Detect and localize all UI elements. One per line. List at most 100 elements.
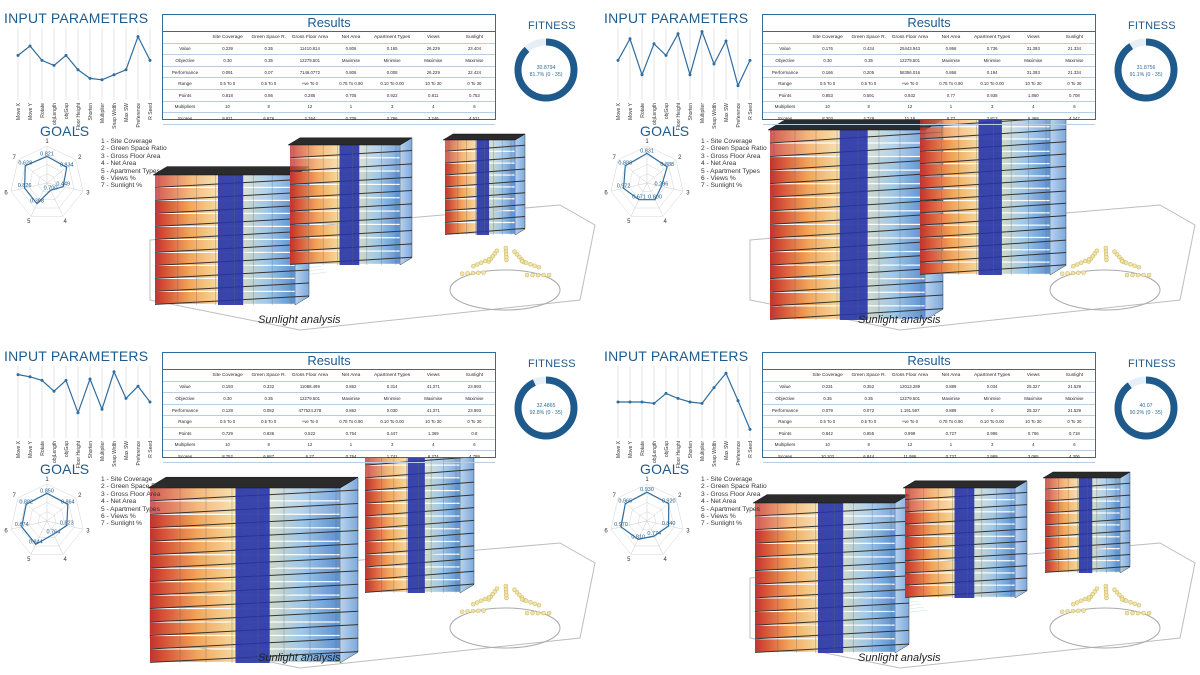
tower-building xyxy=(152,166,310,306)
results-title: Results xyxy=(763,15,1095,32)
radar-axis-number: 5 xyxy=(627,557,631,563)
results-cell: Maximise xyxy=(412,392,454,405)
parameter-point xyxy=(700,30,704,34)
radar-axis-number: 7 xyxy=(613,155,617,161)
results-cell: 0.35 xyxy=(807,392,849,405)
results-cell: 0.166 xyxy=(807,66,849,79)
building-core xyxy=(978,115,1002,275)
parameter-axis-label: objGap xyxy=(664,441,670,457)
results-cell: 0.231 xyxy=(807,381,849,394)
results-cell: 3.065 xyxy=(1012,450,1054,463)
radar-axis-number: 6 xyxy=(4,190,8,196)
results-row-label: Value xyxy=(163,381,207,394)
results-cell: 6.27 xyxy=(289,450,331,463)
sunlight-caption: Sunlight analysis xyxy=(258,314,341,326)
results-cell: 1 xyxy=(330,101,372,114)
results-cell: 4.799 xyxy=(453,450,495,463)
goal-legend-item: 5 - Apartment Types xyxy=(101,167,160,175)
building-core xyxy=(218,175,244,305)
parameter-point xyxy=(676,32,680,36)
results-cell: 10 xyxy=(207,439,249,452)
results-cell: 10 To 30 xyxy=(412,77,454,90)
results-cell: 0.922 xyxy=(371,89,413,102)
results-cell: 0.30 xyxy=(207,392,249,405)
results-cell: 1.369 xyxy=(412,427,454,440)
parameter-axis-label: Move X xyxy=(16,440,22,458)
results-cell: 0.5 To 0 xyxy=(207,77,249,90)
results-row-label: Objective xyxy=(163,54,207,67)
parameter-point xyxy=(52,63,56,67)
parameter-point xyxy=(628,400,632,404)
goals-radar-chart: 10.82120.83430.44940.70050.39860.82670.6… xyxy=(4,139,90,225)
goal-legend-item: 2 - Green Space Ratio xyxy=(101,145,167,153)
results-cell: 0.866 xyxy=(930,66,972,79)
results-cell: 0.128 xyxy=(207,404,249,417)
results-cell: 12 xyxy=(289,101,331,114)
input-parameters-title: INPUT PARAMETERS xyxy=(4,10,149,26)
building-roof xyxy=(287,137,413,146)
results-column-header: Site Coverage xyxy=(207,32,249,44)
radar-axis-number: 7 xyxy=(13,155,17,161)
results-cell: 0.996 xyxy=(971,427,1013,440)
results-column-header: Green Space R. xyxy=(848,370,890,382)
radar-axis-number: 6 xyxy=(604,528,608,534)
goals-title: GOALS xyxy=(640,461,690,477)
results-cell: 12279.501 xyxy=(289,392,331,405)
radar-value-label: 0.834 xyxy=(60,162,74,168)
parameter-point xyxy=(640,73,644,77)
results-cell: 0.35 xyxy=(248,43,290,56)
results-row-label: Scores xyxy=(763,450,807,463)
parameter-axis-label: Floor Height xyxy=(76,440,82,468)
results-column-header: Views xyxy=(1012,32,1054,44)
results-cell: 2.766 xyxy=(371,112,413,125)
parameter-point xyxy=(748,427,752,431)
results-row-label: Objective xyxy=(163,392,207,405)
results-cell: 3 xyxy=(371,101,413,114)
results-cell: 10 To 30 xyxy=(412,415,454,428)
parameter-point xyxy=(712,62,716,66)
goal-legend-item: 1 - Site Coverage xyxy=(101,138,153,145)
parameter-point xyxy=(148,58,152,62)
parameter-point xyxy=(100,78,104,82)
results-cell: 12013.289 xyxy=(889,381,931,394)
parameter-axis-label: Shorten xyxy=(88,441,94,459)
sunlight-caption: Sunlight analysis xyxy=(258,652,341,664)
radar-axis-number: 3 xyxy=(686,190,690,196)
results-cell: 0.75 To 0.90 xyxy=(330,77,372,90)
results-cell: 41.371 xyxy=(412,381,454,394)
results-column-header: Green Space R. xyxy=(848,32,890,44)
tower-building xyxy=(752,494,910,654)
sunlight-caption: Sunlight analysis xyxy=(858,314,941,326)
results-row-label: Points xyxy=(163,89,207,102)
results-cell: 31.393 xyxy=(1012,43,1054,56)
results-cell: 0 To 30 xyxy=(453,415,495,428)
radar-axis-number: 2 xyxy=(678,155,682,161)
results-row-label: Performance xyxy=(163,404,207,417)
goal-legend-item: 6 - Views % xyxy=(101,175,136,183)
results-cell: 4 xyxy=(412,439,454,452)
goal-legend-item: 4 - Net Area xyxy=(101,160,137,168)
radar-value-label: 0.831 xyxy=(640,148,654,154)
fitness-value: 31.8756 xyxy=(1137,65,1156,71)
results-cell: 26.229 xyxy=(412,43,454,56)
results-corner-cell xyxy=(763,32,807,44)
radar-value-label: 0.774 xyxy=(647,531,661,537)
parameter-axis-label: R Seed xyxy=(748,103,754,120)
parameter-axis-label: Shorten xyxy=(688,441,694,459)
results-cell: 0.736 xyxy=(971,43,1013,56)
parameter-point xyxy=(676,396,680,400)
